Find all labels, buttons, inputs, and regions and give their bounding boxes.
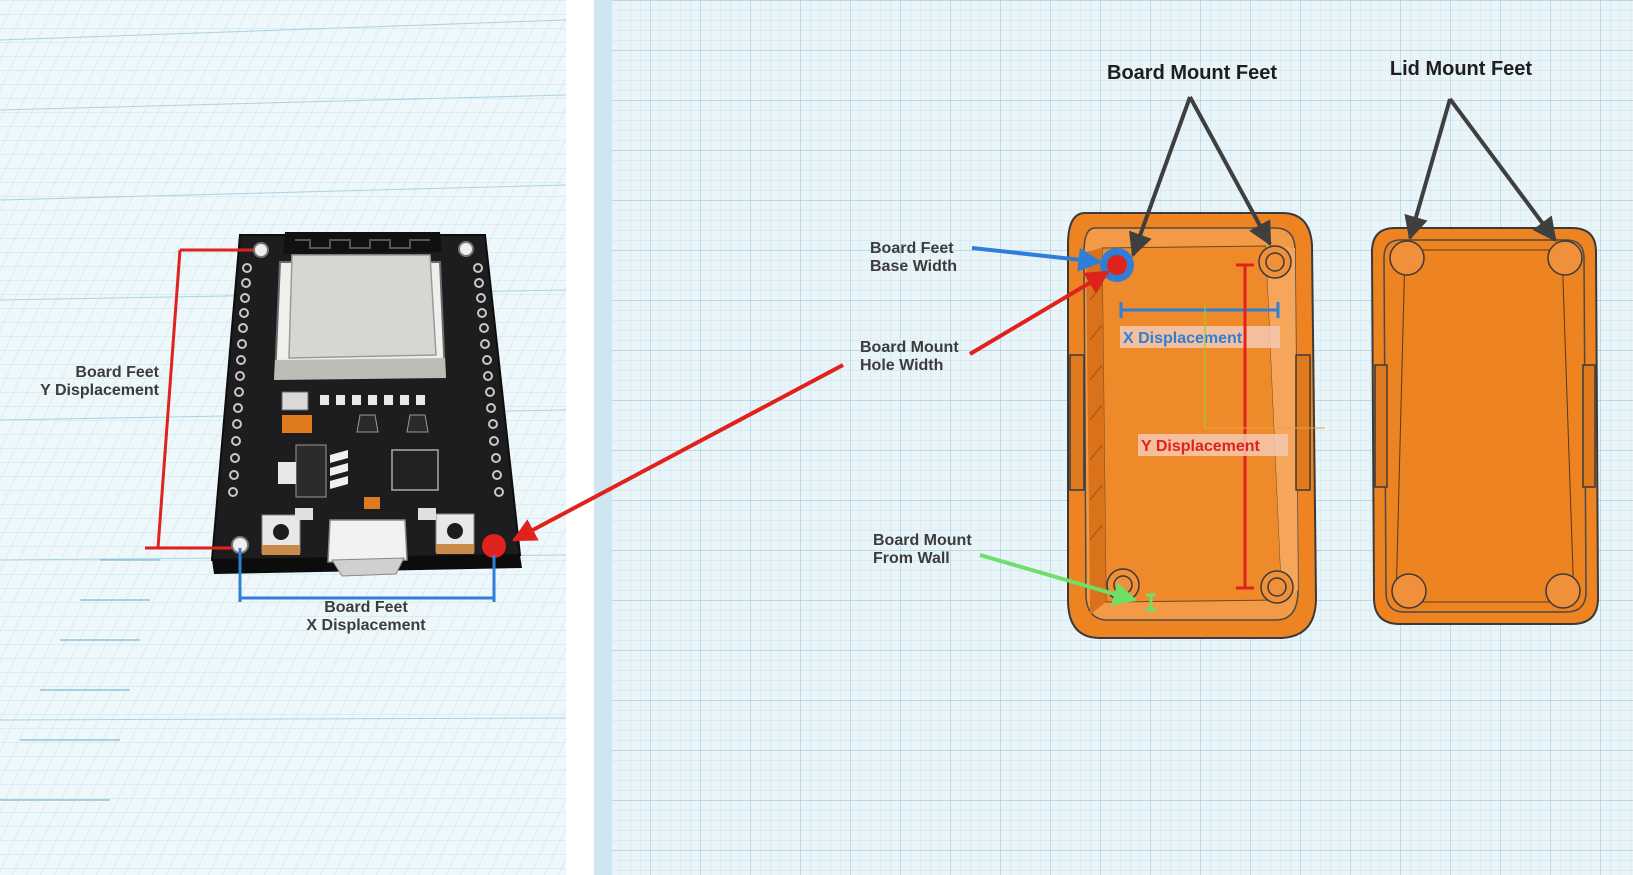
hole-width-arrow-to-board bbox=[511, 363, 844, 542]
right-header-pins bbox=[473, 263, 504, 497]
board-mount-hole-top-left bbox=[253, 242, 269, 258]
base-width-arrow bbox=[971, 246, 1103, 272]
board-mount-hole-top-right bbox=[458, 241, 474, 257]
lid-foot-top-right bbox=[1547, 240, 1583, 276]
board-feet-x-label-line2: X Displacement bbox=[306, 617, 426, 634]
y-displacement-label: Y Displacement bbox=[1141, 438, 1261, 455]
board-feet-x-dimension bbox=[238, 548, 496, 602]
board-feet-y-label-line2: Y Displacement bbox=[40, 382, 160, 399]
from-wall-arrow bbox=[979, 553, 1138, 606]
enclosure-lid bbox=[1370, 227, 1600, 625]
from-wall-label-line1: Board Mount bbox=[873, 532, 972, 549]
x-displacement-tag-bg bbox=[1120, 326, 1280, 348]
board-mount-feet-label: Board Mount Feet bbox=[1107, 62, 1277, 84]
x-displacement-dimension bbox=[1119, 302, 1280, 318]
lid-foot-bottom-left bbox=[1391, 573, 1427, 609]
enclosure-base bbox=[1067, 212, 1318, 639]
left-header-pins bbox=[228, 263, 252, 497]
hole-width-label-line2: Hole Width bbox=[860, 357, 943, 374]
base-width-label-line1: Board Feet bbox=[870, 240, 954, 257]
lid-foot-top-left bbox=[1389, 240, 1425, 276]
hole-width-arrow bbox=[968, 270, 1111, 356]
base-width-label-line2: Base Width bbox=[870, 258, 957, 275]
board-feet-y-label-line1: Board Feet bbox=[75, 364, 159, 381]
from-wall-label-line2: From Wall bbox=[873, 550, 950, 567]
board-mount-hole-bottom-right bbox=[482, 534, 506, 558]
from-wall-dimension bbox=[1146, 593, 1156, 612]
panel-divider bbox=[566, 0, 594, 875]
hole-width-label-line1: Board Mount bbox=[860, 339, 959, 356]
board-feet-y-dimension bbox=[145, 248, 253, 550]
board-mount-feet-arrow-right bbox=[1188, 96, 1272, 247]
esp32-board bbox=[210, 232, 522, 577]
board-foot-bottom-right bbox=[1260, 570, 1294, 604]
y-displacement-tag-bg bbox=[1138, 434, 1288, 456]
lid-foot-bottom-right bbox=[1545, 573, 1581, 609]
x-displacement-label: X Displacement bbox=[1123, 330, 1243, 347]
y-displacement-dimension bbox=[1236, 263, 1254, 590]
lid-mount-feet-label: Lid Mount Feet bbox=[1390, 58, 1533, 80]
lid-mount-feet-arrow-left bbox=[1404, 98, 1452, 241]
board-mount-feet-arrow-left bbox=[1129, 96, 1192, 258]
lid-mount-feet-arrow-right bbox=[1448, 97, 1557, 242]
board-foot-top-right bbox=[1258, 245, 1292, 279]
board-feet-x-label-line1: Board Feet bbox=[324, 599, 408, 616]
